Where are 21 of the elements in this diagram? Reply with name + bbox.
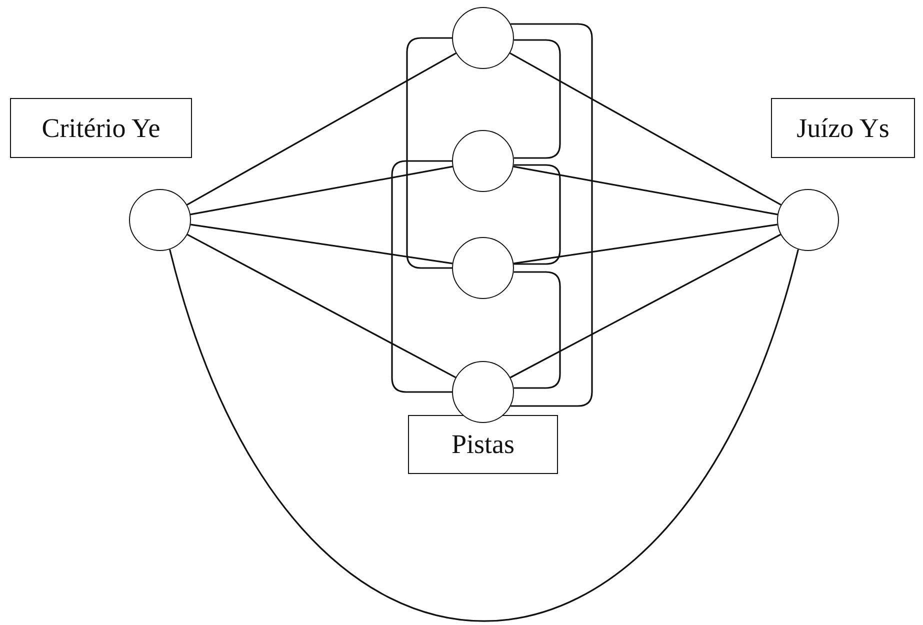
- connector-line: [510, 23, 593, 407]
- connector-line: [514, 271, 561, 389]
- box-label: Pistas: [451, 429, 515, 460]
- connector-line: [406, 37, 452, 269]
- label-box: [10, 98, 192, 158]
- box-label: Juízo Ys: [796, 112, 890, 144]
- connector-line: [514, 164, 561, 265]
- connector-line: [510, 234, 781, 378]
- connector-line: [514, 224, 778, 264]
- connector-line: [514, 39, 561, 159]
- connector-line: [190, 224, 452, 264]
- connector-line: [513, 166, 778, 216]
- connector-line: [186, 52, 456, 206]
- connector-line: [186, 234, 456, 378]
- box-label: Critério Ye: [42, 112, 160, 144]
- label-box: [771, 98, 915, 158]
- connector-line: [190, 166, 453, 216]
- connector-line: [391, 160, 452, 393]
- label-box: [408, 415, 558, 474]
- connector-line: [169, 249, 799, 622]
- connector-line: [510, 52, 782, 206]
